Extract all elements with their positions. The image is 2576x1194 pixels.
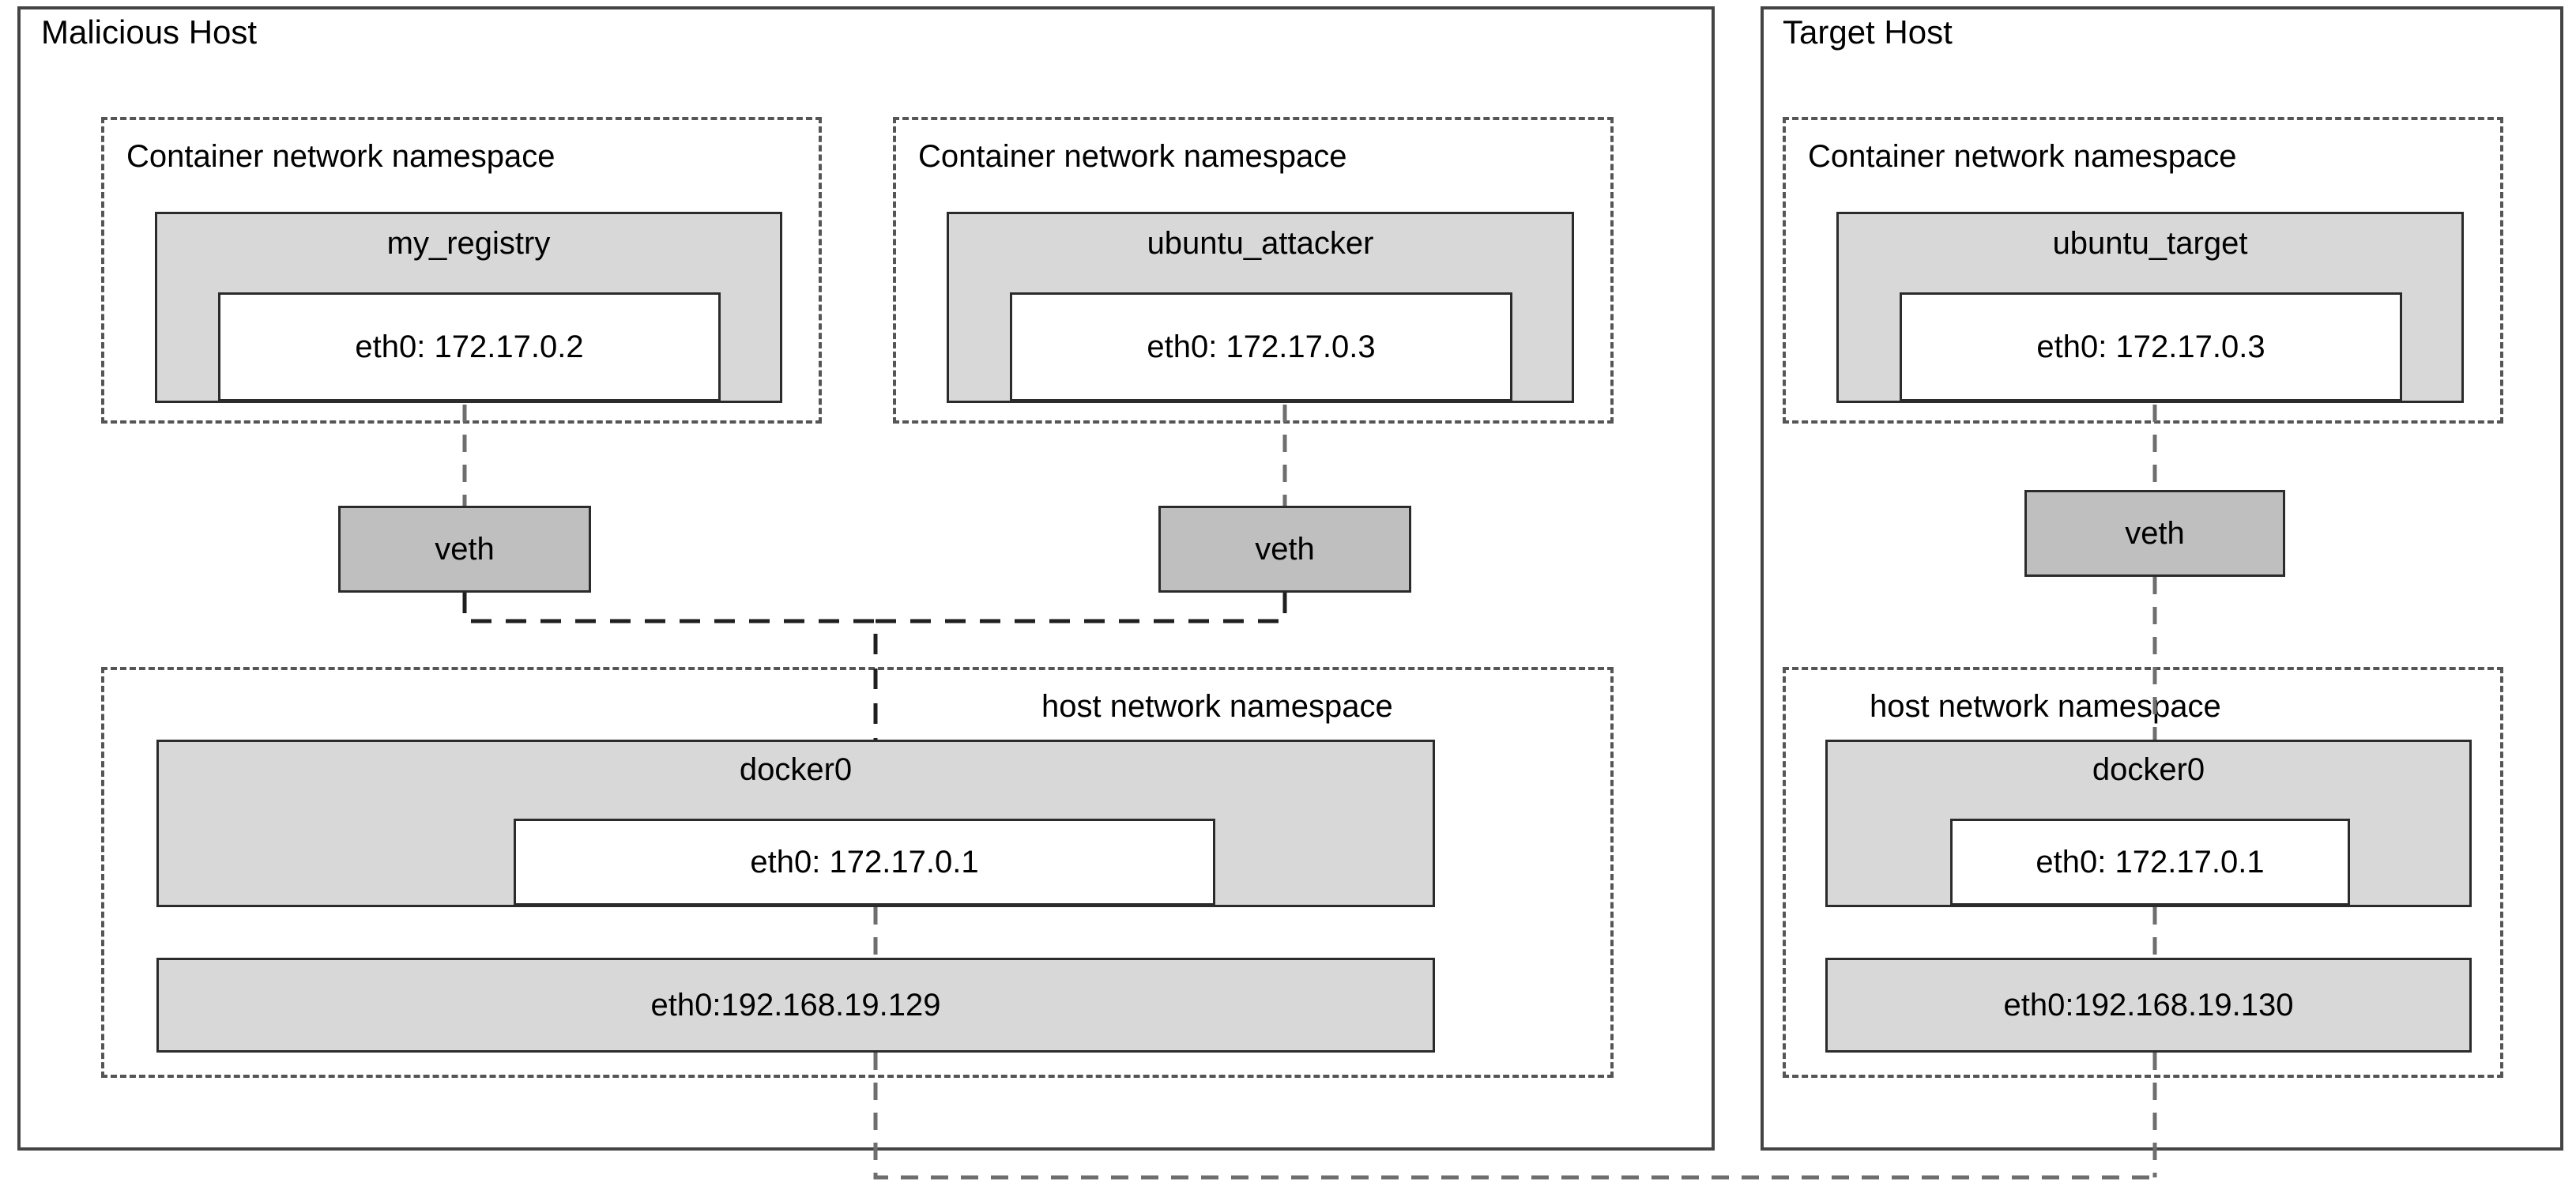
host-namespace-label-malicious: host network namespace xyxy=(1041,689,1393,724)
host-interface-target: eth0:192.168.19.130 xyxy=(1825,958,2472,1053)
container-namespace-label-ubuntu-target: Container network namespace xyxy=(1808,139,2237,174)
container-name-ubuntu-target: ubuntu_target xyxy=(2052,226,2248,261)
container-namespace-label-my-registry: Container network namespace xyxy=(126,139,555,174)
container-namespace-box-my-registry xyxy=(101,117,822,424)
malicious-host-title: Malicious Host xyxy=(41,13,258,51)
container-namespace-label-ubuntu-attacker: Container network namespace xyxy=(918,139,1347,174)
container-interface-ubuntu-target: eth0: 172.17.0.3 xyxy=(1900,292,2402,401)
container-name-my-registry: my_registry xyxy=(386,226,551,261)
host-interface-malicious: eth0:192.168.19.129 xyxy=(156,958,1435,1053)
veth-box-ubuntu-target: veth xyxy=(2024,490,2285,577)
veth-box-ubuntu-attacker: veth xyxy=(1158,506,1411,593)
container-name-ubuntu-attacker: ubuntu_attacker xyxy=(1147,226,1374,261)
container-namespace-box-ubuntu-attacker xyxy=(893,117,1614,424)
target-host-title: Target Host xyxy=(1783,13,1953,51)
docker0-label-malicious: docker0 xyxy=(739,752,853,787)
container-namespace-box-ubuntu-target xyxy=(1783,117,2503,424)
docker0-label-target: docker0 xyxy=(2092,752,2205,787)
container-interface-my-registry: eth0: 172.17.0.2 xyxy=(218,292,721,401)
host-namespace-label-target: host network namespace xyxy=(1870,689,2221,724)
container-interface-ubuntu-attacker: eth0: 172.17.0.3 xyxy=(1010,292,1512,401)
docker0-interface-target: eth0: 172.17.0.1 xyxy=(1950,819,2350,906)
docker0-interface-malicious: eth0: 172.17.0.1 xyxy=(514,819,1215,906)
veth-box-my-registry: veth xyxy=(338,506,591,593)
